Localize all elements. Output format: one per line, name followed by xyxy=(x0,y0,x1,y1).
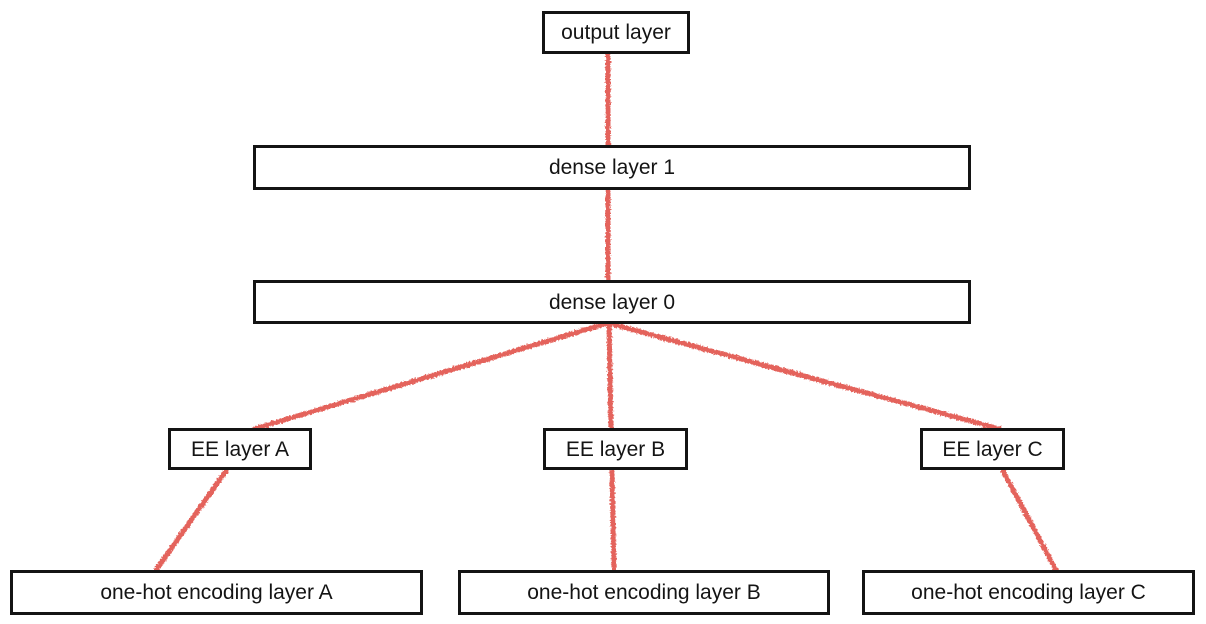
node-ee-layer-a: EE layer A xyxy=(168,428,312,470)
node-ee-layer-c: EE layer C xyxy=(920,428,1065,470)
edge-dense0-ee-b xyxy=(606,320,614,432)
node-one-hot-encoding-layer-b: one-hot encoding layer B xyxy=(458,570,830,615)
node-one-hot-encoding-layer-a: one-hot encoding layer A xyxy=(10,570,423,615)
node-ee-layer-b: EE layer B xyxy=(543,428,688,470)
edge-ee-a-onehot-a xyxy=(153,468,229,573)
edge-dense0-ee-c xyxy=(605,320,1003,432)
edge-ee-b-onehot-b xyxy=(609,468,617,573)
node-output-layer: output layer xyxy=(542,11,690,54)
node-one-hot-encoding-layer-c: one-hot encoding layer C xyxy=(862,570,1195,615)
edge-dense0-ee-a xyxy=(251,320,611,432)
node-dense-layer-0: dense layer 0 xyxy=(253,280,971,324)
edge-ee-c-onehot-c xyxy=(1000,468,1059,573)
node-dense-layer-1: dense layer 1 xyxy=(253,145,971,190)
